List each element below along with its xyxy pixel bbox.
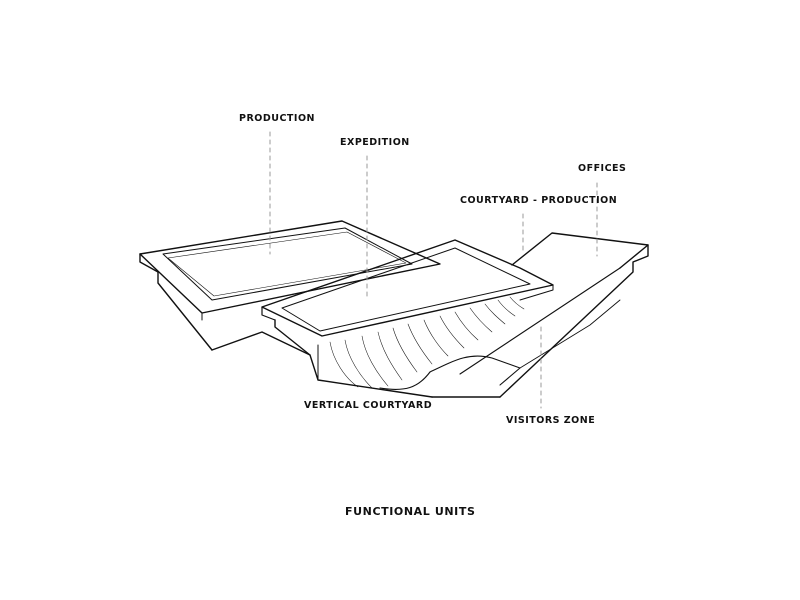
production-block: [139, 220, 441, 351]
label-courtyard-production: COURTYARD - PRODUCTION: [460, 195, 618, 206]
diagram-title: FUNCTIONAL UNITS: [345, 505, 476, 518]
label-offices: OFFICES: [578, 163, 627, 174]
label-expedition: EXPEDITION: [340, 137, 410, 148]
base-outline: [211, 331, 433, 398]
label-production: PRODUCTION: [239, 113, 315, 124]
leader-lines: [269, 131, 598, 409]
vertical-courtyard-contours: [329, 296, 525, 389]
visitors-zone-ramp: [379, 299, 621, 390]
label-visitors-zone: VISITORS ZONE: [506, 415, 596, 426]
label-vertical-courtyard: VERTICAL COURTYARD: [304, 400, 433, 411]
offices-block: [431, 232, 649, 398]
expedition-block: [261, 239, 554, 356]
